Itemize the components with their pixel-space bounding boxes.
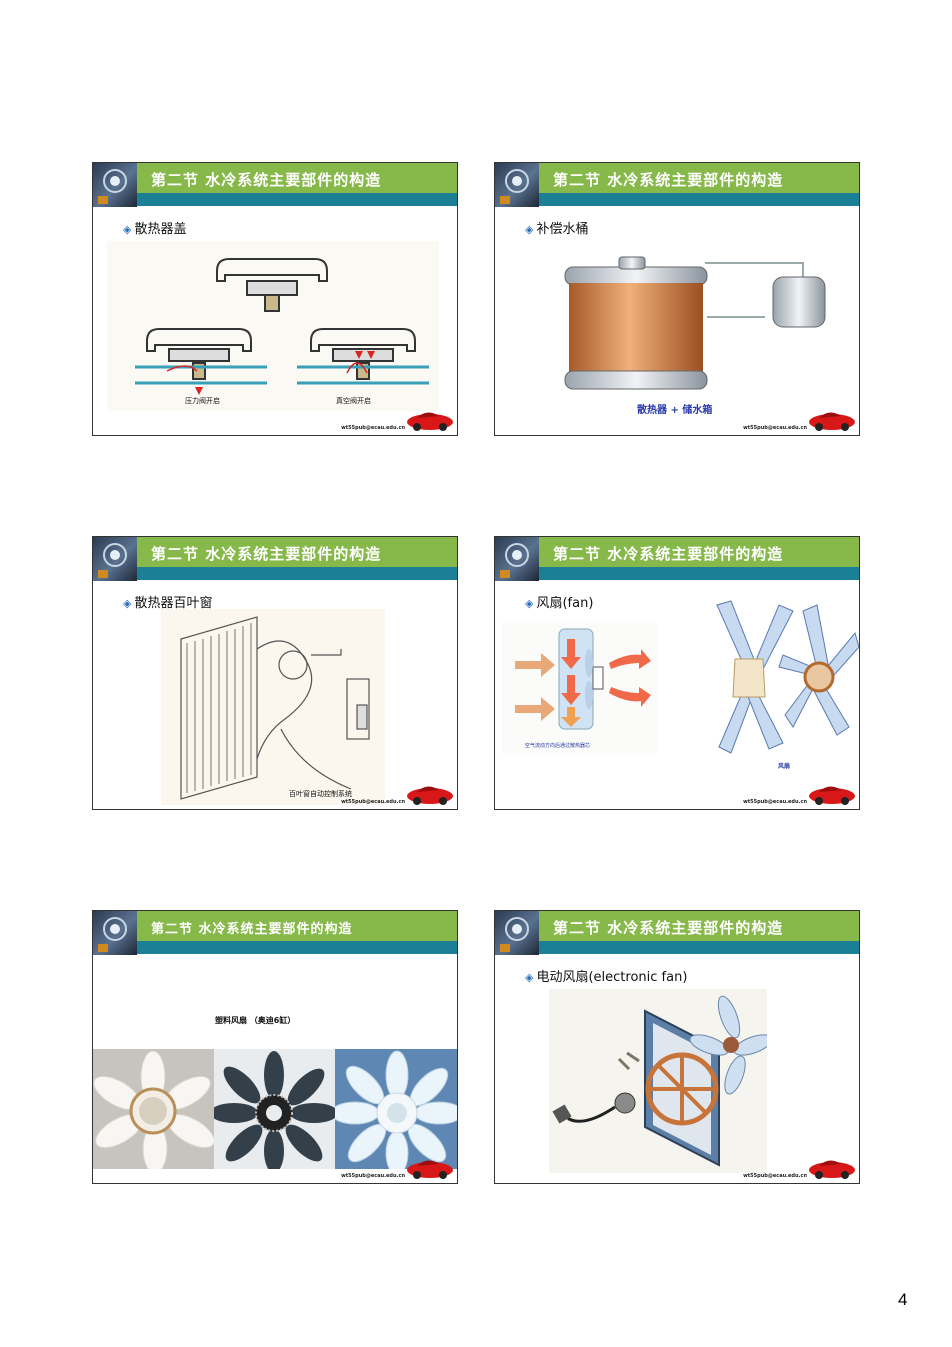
author-email: wt55pub@ecau.edu.cn xyxy=(743,799,807,805)
slide-6: 第二节 水冷系统主要部件的构造 ◈电动风扇(electronic fan) wt… xyxy=(494,910,860,1184)
red-sports-car-icon xyxy=(407,786,453,805)
header-band xyxy=(539,941,859,954)
header-logo xyxy=(495,163,539,207)
fan-airflow-diagram xyxy=(501,623,657,753)
slide-header xyxy=(495,911,859,941)
red-sports-car-icon xyxy=(809,1160,855,1179)
slide-3: 第二节 水冷系统主要部件的构造 ◈散热器百叶窗 百叶窗 xyxy=(92,536,458,810)
radiator-shutter-drawing xyxy=(161,609,385,805)
header-band xyxy=(137,941,457,954)
slide-header xyxy=(93,911,457,941)
slide-title: 第二节 水冷系统主要部件的构造 xyxy=(151,922,353,937)
header-logo xyxy=(495,537,539,581)
header-logo xyxy=(495,911,539,955)
diamond-bullet-icon: ◈ xyxy=(525,223,534,236)
figure-caption: 散热器 + 储水箱 xyxy=(637,405,713,416)
red-sports-car-icon xyxy=(809,412,855,431)
author-email: wt55pub@ecau.edu.cn xyxy=(341,799,405,805)
diamond-bullet-icon: ◈ xyxy=(525,597,534,610)
figure-caption: 塑料风扇 （奥迪6缸） xyxy=(215,1016,296,1025)
red-sports-car-icon xyxy=(407,1160,453,1179)
figure-caption: 风扇 xyxy=(778,763,791,770)
header-band xyxy=(137,193,457,206)
slide-title: 第二节 水冷系统主要部件的构造 xyxy=(151,545,382,563)
electric-fan-exploded-drawing xyxy=(549,989,773,1173)
figure-caption: 空气流动方向后通过散热器芯 xyxy=(525,743,591,749)
slide-4: 第二节 水冷系统主要部件的构造 ◈风扇(fan) 空气流动方向后通过散热器芯 xyxy=(494,536,860,810)
slide-title: 第二节 水冷系统主要部件的构造 xyxy=(553,171,784,189)
author-email: wt55pub@ecau.edu.cn xyxy=(341,425,405,431)
figure-caption: 百叶窗自动控制系统 xyxy=(289,790,352,798)
fan-blades-drawing xyxy=(709,597,859,757)
slide-bullet: ◈散热器百叶窗 xyxy=(123,596,213,611)
author-email: wt55pub@ecau.edu.cn xyxy=(341,1173,405,1179)
slide-title: 第二节 水冷系统主要部件的构造 xyxy=(553,919,784,937)
author-email: wt55pub@ecau.edu.cn xyxy=(743,425,807,431)
header-logo xyxy=(93,911,137,955)
slide-header xyxy=(495,163,859,193)
figure-caption: 真空阀开启 xyxy=(336,397,371,405)
white-plastic-fan-photo xyxy=(93,1049,215,1174)
diamond-bullet-icon: ◈ xyxy=(123,597,132,610)
header-band xyxy=(539,567,859,580)
diamond-bullet-icon: ◈ xyxy=(123,223,132,236)
slide-2: 第二节 水冷系统主要部件的构造 ◈补偿水桶 散热器 + 储水箱 wt55pub@… xyxy=(494,162,860,436)
slide-bullet: ◈电动风扇(electronic fan) xyxy=(525,970,688,985)
author-email: wt55pub@ecau.edu.cn xyxy=(743,1173,807,1179)
light-blue-fan-photo xyxy=(330,1049,457,1176)
black-plastic-fan-photo xyxy=(210,1049,338,1173)
slide-5: 第二节 水冷系统主要部件的构造 塑料风扇 （奥迪6缸） xyxy=(92,910,458,1184)
slide-header xyxy=(93,163,457,193)
radiator-reservoir-diagram xyxy=(555,255,845,395)
slide-1: 第二节 水冷系统主要部件的构造 ◈散热器盖 xyxy=(92,162,458,436)
header-logo xyxy=(93,163,137,207)
slide-header xyxy=(93,537,457,567)
header-band xyxy=(137,567,457,580)
slide-bullet: ◈补偿水桶 xyxy=(525,222,589,237)
slide-bullet: ◈散热器盖 xyxy=(123,222,187,237)
diamond-bullet-icon: ◈ xyxy=(525,971,534,984)
red-sports-car-icon xyxy=(407,412,453,431)
slide-header xyxy=(495,537,859,567)
header-logo xyxy=(93,537,137,581)
radiator-cap-diagram xyxy=(107,241,439,411)
slide-title: 第二节 水冷系统主要部件的构造 xyxy=(151,171,382,189)
header-band xyxy=(539,193,859,206)
page-number: 4 xyxy=(898,1290,908,1309)
figure-caption: 压力阀开启 xyxy=(185,397,220,405)
red-sports-car-icon xyxy=(809,786,855,805)
slide-title: 第二节 水冷系统主要部件的构造 xyxy=(553,545,784,563)
slide-bullet: ◈风扇(fan) xyxy=(525,596,594,611)
